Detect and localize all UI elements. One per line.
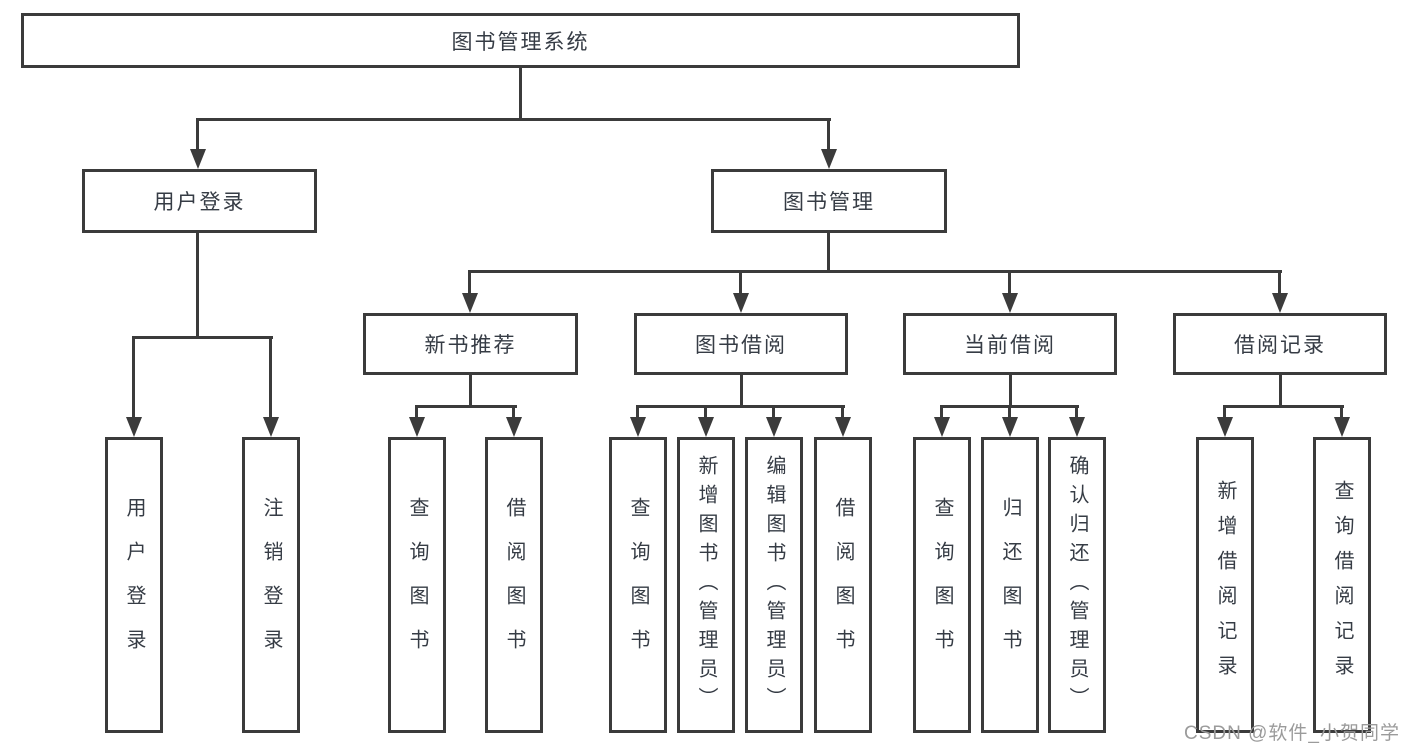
connector-drop-leaf <box>132 336 135 419</box>
leaf-add-books-admin: 新增图书（管理员） <box>677 437 735 733</box>
connector-user-login-branch <box>132 336 273 339</box>
leaf-borrow-books-borrowing: 借阅图书 <box>814 437 872 733</box>
node-user-login: 用户登录 <box>82 169 317 233</box>
leaf-add-borrow-record: 新增借阅记录 <box>1196 437 1254 733</box>
leaf-edit-books-admin: 编辑图书（管理员） <box>745 437 803 733</box>
connector-drop-leaf <box>512 405 515 419</box>
arrow-down-icon <box>630 417 646 437</box>
leaf-query-books-current: 查询图书 <box>913 437 971 733</box>
connector-stem <box>1009 375 1012 406</box>
arrow-down-icon <box>1334 417 1350 437</box>
arrow-down-icon <box>698 417 714 437</box>
node-new-book-recommend: 新书推荐 <box>363 313 578 375</box>
arrow-down-icon <box>733 293 749 313</box>
leaf-logout: 注销登录 <box>242 437 300 733</box>
arrow-down-icon <box>1002 293 1018 313</box>
leaf-return-books: 归还图书 <box>981 437 1039 733</box>
connector-user-login-stem <box>196 233 199 337</box>
connector-stem <box>740 375 743 406</box>
connector-drop-leaf <box>1340 405 1343 419</box>
leaf-query-books-borrowing: 查询图书 <box>609 437 667 733</box>
leaf-user-login: 用户登录 <box>105 437 163 733</box>
connector-drop-l2 <box>1278 270 1281 295</box>
arrow-down-icon <box>934 417 950 437</box>
connector-drop-leaf <box>1223 405 1226 419</box>
connector-drop-l2 <box>468 270 471 295</box>
arrow-down-icon <box>1272 293 1288 313</box>
connector-branch <box>415 405 517 408</box>
connector-drop-user-login <box>196 118 199 151</box>
connector-stem <box>469 375 472 406</box>
connector-drop-leaf <box>269 336 272 419</box>
arrow-down-icon <box>766 417 782 437</box>
leaf-query-books-recommend: 查询图书 <box>388 437 446 733</box>
arrow-down-icon <box>1217 417 1233 437</box>
connector-drop-leaf <box>704 405 707 419</box>
connector-book-mgmt-stem <box>827 233 830 271</box>
arrow-down-icon <box>821 149 837 169</box>
connector-drop-leaf <box>772 405 775 419</box>
node-book-management: 图书管理 <box>711 169 947 233</box>
node-book-borrowing: 图书借阅 <box>634 313 848 375</box>
csdn-watermark: CSDN @软件_小贺同学 <box>1184 723 1400 744</box>
leaf-borrow-books-recommend: 借阅图书 <box>485 437 543 733</box>
node-current-borrowing: 当前借阅 <box>903 313 1117 375</box>
arrow-down-icon <box>1002 417 1018 437</box>
node-root-library-system: 图书管理系统 <box>21 13 1020 68</box>
arrow-down-icon <box>1069 417 1085 437</box>
arrow-down-icon <box>506 417 522 437</box>
arrow-down-icon <box>835 417 851 437</box>
connector-drop-leaf <box>1008 405 1011 419</box>
arrow-down-icon <box>126 417 142 437</box>
arrow-down-icon <box>263 417 279 437</box>
connector-drop-l2 <box>1008 270 1011 295</box>
connector-root-branch <box>197 118 831 121</box>
connector-branch <box>636 405 845 408</box>
node-borrowing-records: 借阅记录 <box>1173 313 1387 375</box>
connector-drop-leaf <box>940 405 943 419</box>
connector-drop-leaf <box>415 405 418 419</box>
connector-book-mgmt-branch <box>468 270 1282 273</box>
arrow-down-icon <box>190 149 206 169</box>
connector-drop-leaf <box>1075 405 1078 419</box>
arrow-down-icon <box>409 417 425 437</box>
leaf-query-borrow-record: 查询借阅记录 <box>1313 437 1371 733</box>
connector-drop-leaf <box>636 405 639 419</box>
connector-drop-book-mgmt <box>827 118 830 151</box>
connector-drop-leaf <box>841 405 844 419</box>
connector-root-stem <box>519 67 522 120</box>
arrow-down-icon <box>462 293 478 313</box>
leaf-confirm-return-admin: 确认归还（管理员） <box>1048 437 1106 733</box>
connector-stem <box>1279 375 1282 406</box>
connector-branch <box>1223 405 1344 408</box>
connector-drop-l2 <box>739 270 742 295</box>
